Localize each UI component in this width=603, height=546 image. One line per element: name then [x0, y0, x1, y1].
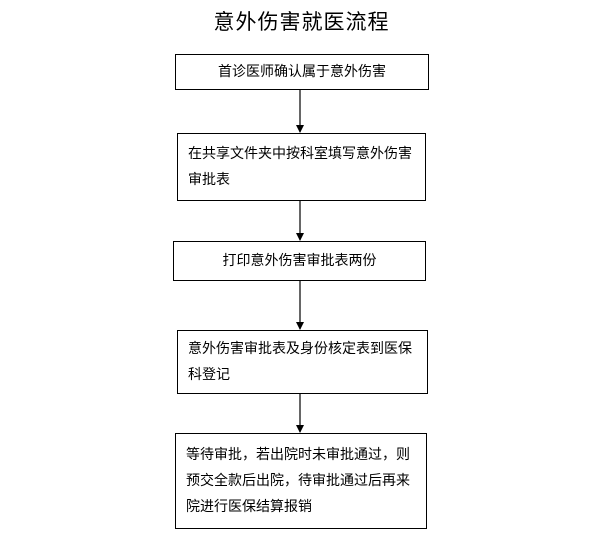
step-1-text: 首诊医师确认属于意外伤害 [218, 64, 386, 80]
step-4-text: 意外伤害审批表及身份核定表到医保科登记 [188, 341, 412, 383]
step-box-4: 意外伤害审批表及身份核定表到医保科登记 [177, 330, 428, 394]
step-5-text: 等待审批，若出院时未审批通过，则预交全款后出院，待审批通过后再来院进行医保结算报… [186, 447, 410, 515]
step-box-5: 等待审批，若出院时未审批通过，则预交全款后出院，待审批通过后再来院进行医保结算报… [175, 433, 427, 529]
step-3-text: 打印意外伤害审批表两份 [222, 253, 377, 269]
step-box-2: 在共享文件夹中按科室填写意外伤害审批表 [177, 133, 426, 201]
step-box-1: 首诊医师确认属于意外伤害 [175, 54, 429, 90]
step-2-text: 在共享文件夹中按科室填写意外伤害审批表 [188, 146, 412, 188]
flowchart-title: 意外伤害就医流程 [213, 10, 390, 34]
step-box-3: 打印意外伤害审批表两份 [173, 241, 426, 281]
